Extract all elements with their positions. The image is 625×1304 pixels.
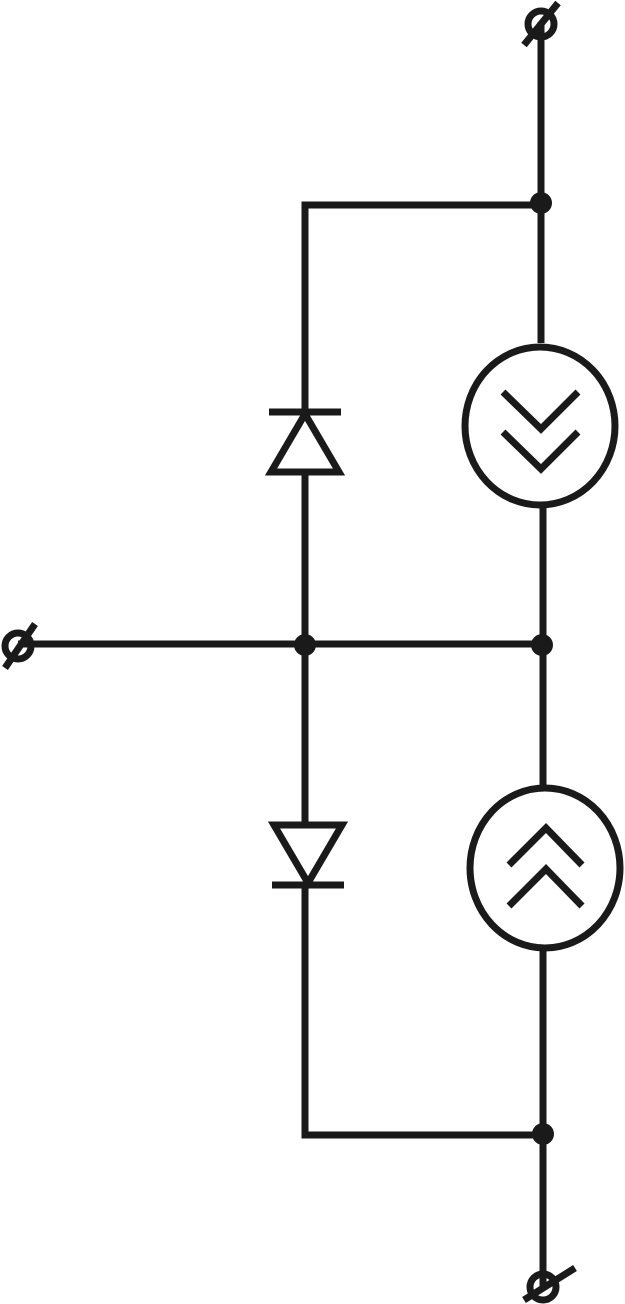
terminal-top-circle	[524, 7, 558, 41]
terminal-left-circle	[1, 629, 35, 663]
terminal-left	[1, 622, 38, 670]
wire-lower-diode-lower-lead	[301, 884, 543, 1139]
junction-middle-left	[294, 634, 316, 656]
terminal-top-slash	[521, 0, 561, 48]
current-source-lower	[466, 784, 624, 952]
terminal-bottom	[522, 1265, 577, 1304]
junction-top	[530, 192, 552, 214]
double-chevron-down-icon	[500, 389, 581, 474]
diode-upper	[264, 407, 346, 476]
wire-upper-loop	[301, 201, 541, 410]
diode-lower	[267, 821, 349, 890]
double-chevron-up-icon	[506, 823, 585, 909]
junction-bottom	[532, 1123, 554, 1145]
terminal-bottom-circle	[526, 1270, 560, 1304]
diode-upper-triangle	[264, 407, 346, 476]
current-source-lower-circle	[466, 784, 624, 952]
current-source-upper	[461, 343, 619, 509]
terminal-left-slash	[2, 622, 38, 670]
terminal-top	[521, 0, 561, 48]
current-source-upper-circle	[461, 343, 619, 509]
diode-lower-triangle	[267, 821, 349, 890]
terminal-bottom-slash	[522, 1265, 577, 1303]
junction-middle-right	[531, 634, 553, 656]
